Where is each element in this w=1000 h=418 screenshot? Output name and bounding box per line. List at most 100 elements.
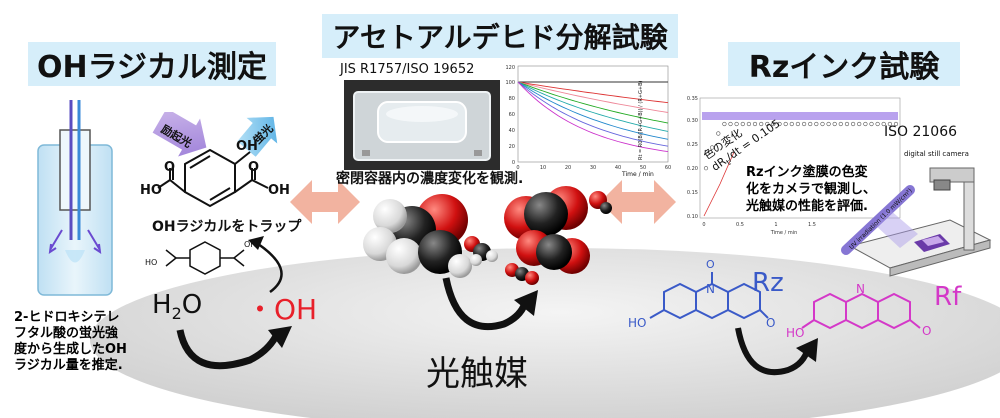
rz-point — [795, 121, 800, 127]
rz-xtick: 1.5 — [808, 222, 816, 228]
oh-radical-label: ・OH — [246, 293, 318, 326]
tpa-oh: OH — [244, 240, 257, 249]
excite-arrow — [152, 112, 207, 157]
rz-xtick: 0 — [702, 222, 705, 228]
iso-standard: ISO 21066 — [884, 124, 958, 140]
ald-caption: 密閉容器内の濃度変化を観測. — [336, 171, 524, 187]
rz-desc-line: 光触媒の性能を評価. — [746, 199, 868, 214]
h2o-h: H — [152, 290, 172, 320]
title-acetaldehyde: アセトアルデヒド分解試験 — [322, 14, 678, 58]
ald-xtick: 30 — [590, 165, 596, 171]
rz-point — [814, 121, 819, 127]
title-oh-radical: OHラジカル測定 — [28, 42, 276, 86]
oh-arrows — [176, 236, 292, 370]
probe-holder — [59, 129, 91, 211]
oh-group-right: OH — [268, 183, 290, 198]
rz-rf-arrow — [735, 327, 818, 376]
rz-desc-line: 化をカメラで観測し、 — [746, 182, 877, 197]
rf-label: Rf — [934, 282, 962, 312]
fluor-arrow — [237, 116, 278, 157]
rz-ytick: 0.25 — [687, 142, 698, 148]
ald-decay-curve — [517, 81, 669, 124]
ald-decay-curve — [517, 81, 669, 153]
title-rz-ink: Rzインク試験 — [728, 42, 960, 86]
rz-point — [728, 121, 733, 127]
acetaldehyde-molecule — [363, 194, 472, 278]
rz-ytick: 0.15 — [687, 190, 698, 196]
rz-n: N — [706, 282, 715, 296]
light-arrows — [152, 112, 278, 157]
rz-point — [789, 121, 794, 127]
tpa-ho: HO — [145, 258, 158, 267]
rz-point — [783, 121, 788, 127]
ald-ytick: 100 — [505, 80, 515, 86]
rz-point — [771, 121, 776, 127]
ald-decay-curve — [517, 81, 669, 104]
ald-xtick: 10 — [540, 165, 546, 171]
right-double-arrow — [600, 180, 676, 224]
rz-point — [826, 121, 831, 127]
o-atom-right: O — [248, 160, 260, 175]
rz-fit-line — [703, 151, 735, 217]
rz-point — [765, 121, 770, 127]
ald-ytick: 40 — [509, 128, 515, 134]
rz-point — [869, 121, 874, 127]
oh-description: 2-ヒドロキシテレ フタル酸の蛍光強 度から生成したOH ラジカル量を推定. — [14, 310, 164, 374]
ald-ytick: 20 — [509, 144, 515, 150]
ald-xtick: 60 — [665, 165, 671, 171]
h2o-o: O — [181, 290, 203, 320]
ho-group-left: HO — [140, 183, 162, 198]
base-ellipse — [90, 248, 1000, 418]
h2o-label: H2O — [152, 290, 202, 323]
rz-point — [838, 121, 843, 127]
rz-o-top: O — [706, 258, 715, 271]
rz-ylabel: Rt = R0(B/(R+G+B)) / (R+G+B) — [638, 80, 644, 160]
sealed-container-photo — [344, 80, 500, 170]
o-atom-left: O — [164, 160, 176, 175]
terephthalic-acid — [165, 241, 245, 275]
oh-desc-line: ラジカル量を推定. — [14, 358, 123, 373]
rz-description: Rzインク塗膜の色変 化をカメラで観測し、 光触媒の性能を評価. — [746, 164, 884, 215]
left-double-arrow — [290, 180, 360, 224]
rz-point — [820, 121, 825, 127]
rz-point — [759, 121, 764, 127]
ald-ytick: 60 — [509, 112, 515, 118]
jis-standard: JIS R1757/ISO 19652 — [340, 62, 475, 77]
rz-xtick: 0.5 — [736, 222, 744, 228]
ald-xtick: 40 — [615, 165, 621, 171]
emit-arrow-left — [48, 229, 63, 255]
rf-o: O — [922, 324, 932, 338]
rz-point — [893, 121, 899, 127]
acetaldehyde-chart: 0 20 40 60 80 100 120 0 10 20 30 40 50 6… — [505, 65, 671, 171]
ald-decay-curve — [517, 81, 669, 132]
h2o-to-oh-curve — [176, 329, 282, 370]
rz-xlabel: Time / min — [770, 230, 798, 236]
rz-ytick: 0.35 — [687, 96, 698, 102]
ald-ytick: 120 — [505, 65, 515, 71]
rz-chart: 0.10 0.15 0.20 0.25 0.30 0.35 0 0.5 1 1.… — [687, 96, 901, 236]
trap-curve — [251, 238, 283, 294]
camera-label: digital still camera — [904, 150, 969, 158]
ald-decay-curve — [517, 81, 669, 113]
center-curve-arrow — [442, 277, 538, 331]
rz-ytick: 0.30 — [687, 118, 698, 124]
rz-point — [709, 145, 715, 150]
ald-decay-curve — [517, 81, 669, 140]
rz-point — [808, 121, 813, 127]
camera-rig — [841, 167, 992, 277]
ald-decay-curve — [517, 81, 669, 147]
ald-xtick: 20 — [565, 165, 571, 171]
small-molecule-left — [464, 236, 498, 266]
rz-point — [863, 121, 868, 127]
rz-desc-line: Rzインク塗膜の色変 — [746, 165, 868, 180]
rz-point — [722, 121, 727, 127]
resazurin-structure — [649, 272, 769, 320]
resorufin-structure — [801, 292, 921, 330]
glow — [65, 250, 85, 263]
rz-point — [887, 121, 892, 127]
emit-arrow-right — [87, 229, 102, 255]
rz-point — [832, 121, 837, 127]
beaker-illustration — [37, 100, 113, 296]
